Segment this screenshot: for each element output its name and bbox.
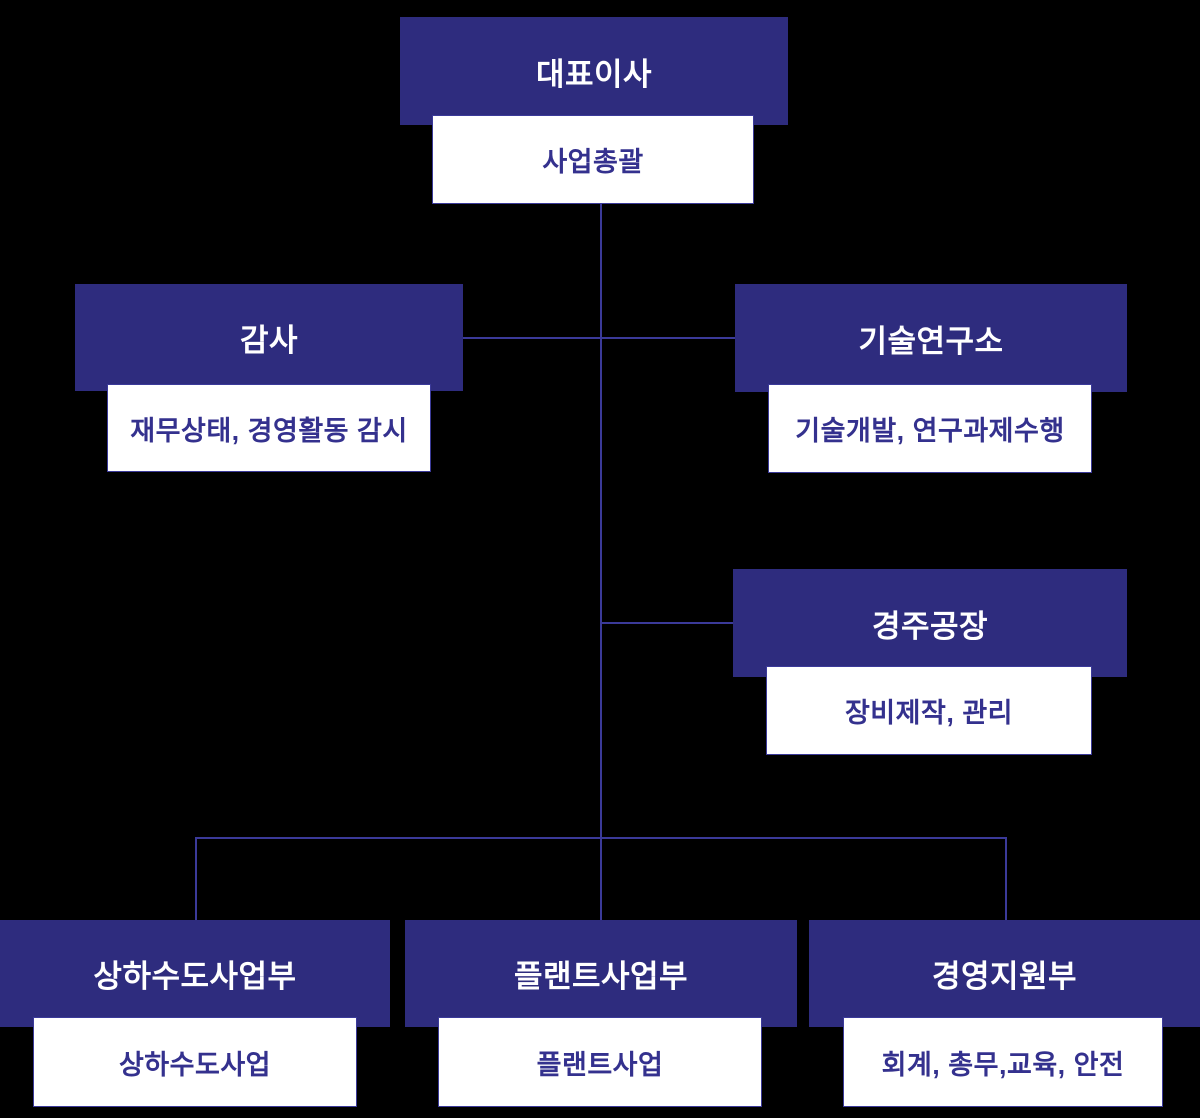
- org-node-waterworks-title: 상하수도사업부: [93, 959, 297, 994]
- org-node-waterworks-title-box: 상하수도사업부: [0, 920, 390, 1027]
- connector-vertical-support: [1005, 837, 1007, 920]
- org-node-ceo-title-box: 대표이사: [400, 17, 788, 125]
- org-node-factory-title: 경주공장: [871, 608, 989, 644]
- org-node-research-title: 기술연구소: [858, 323, 1004, 359]
- org-node-audit-title: 감사: [239, 323, 299, 358]
- org-node-plant-desc: 플랜트사업: [536, 1049, 664, 1080]
- org-node-plant-title: 플랜트사업부: [513, 959, 689, 994]
- org-node-research-title-box: 기술연구소: [735, 284, 1127, 392]
- org-node-ceo-title: 대표이사: [535, 56, 653, 92]
- org-node-support-desc: 회계, 총무,교육, 안전: [881, 1049, 1125, 1080]
- org-node-plant-desc-box: 플랜트사업: [438, 1017, 762, 1107]
- org-node-ceo-desc: 사업총괄: [542, 147, 644, 177]
- org-node-audit-desc: 재무상태, 경영활동 감시: [130, 415, 408, 446]
- connector-vertical-waterworks: [195, 837, 197, 920]
- org-node-support-desc-box: 회계, 총무,교육, 안전: [843, 1017, 1163, 1107]
- connector-horizontal-audit-research: [463, 337, 735, 339]
- org-node-ceo-desc-box: 사업총괄: [432, 115, 754, 204]
- org-node-factory-title-box: 경주공장: [733, 569, 1127, 677]
- org-node-factory-desc-box: 장비제작, 관리: [766, 666, 1092, 755]
- org-node-research-desc-box: 기술개발, 연구과제수행: [768, 384, 1092, 473]
- org-node-audit-title-box: 감사: [75, 284, 463, 391]
- connector-vertical-main: [600, 204, 602, 920]
- connector-horizontal-bottom: [195, 837, 1006, 839]
- org-node-support-title-box: 경영지원부: [809, 920, 1200, 1027]
- org-node-support-title: 경영지원부: [931, 959, 1078, 994]
- org-node-audit-desc-box: 재무상태, 경영활동 감시: [107, 384, 431, 472]
- connector-horizontal-factory: [601, 622, 733, 624]
- org-node-factory-desc: 장비제작, 관리: [844, 698, 1014, 728]
- org-node-waterworks-desc: 상하수도사업: [118, 1049, 272, 1080]
- org-node-waterworks-desc-box: 상하수도사업: [33, 1017, 357, 1107]
- org-node-plant-title-box: 플랜트사업부: [405, 920, 797, 1027]
- org-node-research-desc: 기술개발, 연구과제수행: [795, 416, 1065, 446]
